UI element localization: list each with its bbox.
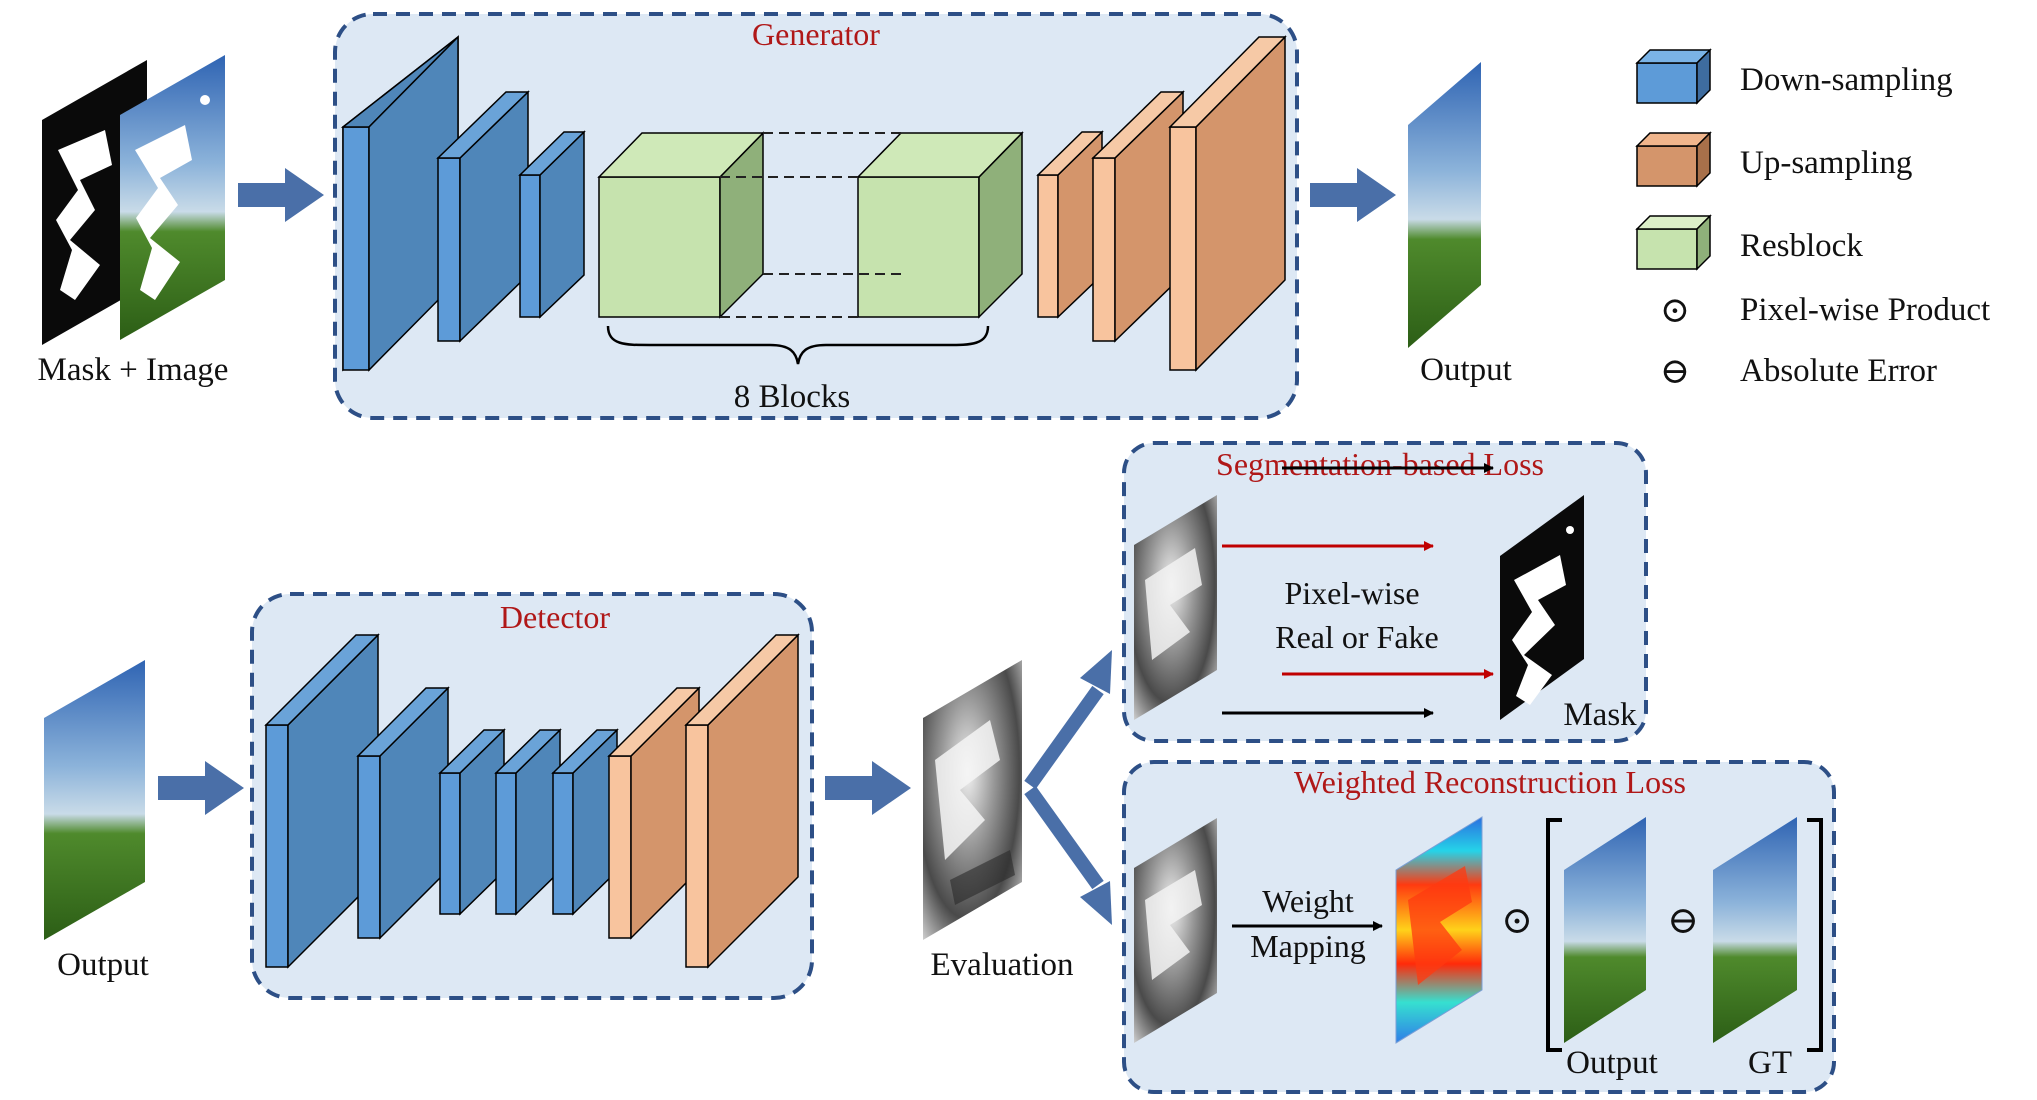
right-bracket (1807, 818, 1823, 1052)
seg-loss-evaluation-map (1134, 495, 1217, 720)
detector-upsample-block-1 (607, 686, 701, 940)
rec-loss-weight-line1: Weight (1262, 883, 1354, 919)
product-operator: ⊙ (1501, 900, 1533, 942)
generator-downsample-block-3 (518, 130, 586, 319)
seg-loss-mask-label: Mask (1563, 697, 1637, 733)
arrow-generator-to-output (1310, 168, 1396, 222)
detector-downsample-block-4 (494, 728, 562, 916)
detector-downsample-block-3 (438, 728, 506, 916)
weight-heatmap (1395, 816, 1483, 1044)
generator-upsample-block-2 (1091, 90, 1185, 343)
generator-downsample-block-2 (436, 90, 530, 343)
evaluation-map (923, 660, 1022, 940)
arrow-input-to-generator (238, 168, 324, 222)
legend-cube-downsampling (1635, 48, 1712, 105)
resblock-first (597, 131, 765, 319)
evaluation-label: Evaluation (931, 947, 1074, 983)
error-operator: ⊖ (1667, 900, 1699, 942)
seg-loss-text-line1: Pixel-wise (1284, 575, 1419, 611)
detector-upsample-block-2 (684, 633, 800, 969)
legend-product-symbol: ⊙ (1660, 290, 1690, 330)
generator-output-label: Output (1420, 352, 1512, 388)
legend-error-label: Absolute Error (1740, 353, 1937, 389)
arrow-evaluation-to-seg-loss (1024, 685, 1104, 790)
seg-loss-title: Segmentation-based Loss (1216, 446, 1544, 482)
rec-loss-weight-line2: Mapping (1250, 928, 1366, 964)
blocks-caption: 8 Blocks (734, 379, 850, 415)
resblock-connectors (720, 132, 901, 318)
rec-loss-output-image (1564, 817, 1646, 1043)
rec-loss-gt-label: GT (1748, 1045, 1792, 1081)
legend-product-label: Pixel-wise Product (1740, 292, 1990, 328)
rec-loss-title: Weighted Reconstruction Loss (1294, 764, 1686, 800)
input-mask-image-label: Mask + Image (38, 352, 229, 388)
rec-loss-evaluation-map (1134, 818, 1217, 1043)
generator-upsample-block-3 (1168, 35, 1287, 372)
detector-title: Detector (500, 599, 611, 635)
detector-downsample-block-5 (551, 728, 619, 916)
detector-input-label: Output (57, 947, 149, 983)
seg-loss-text-line2: Real or Fake (1275, 619, 1439, 655)
legend-cube-resblock (1635, 214, 1712, 271)
legend-cube-upsampling (1635, 131, 1712, 188)
arrow-evaluation-to-seg-loss-head (1080, 650, 1112, 694)
arrow-output-to-detector (158, 761, 244, 815)
rec-loss-output-label: Output (1566, 1045, 1658, 1081)
generator-output-image (1408, 62, 1481, 348)
arrow-detector-to-evaluation (825, 761, 911, 815)
detector-input-image (44, 660, 145, 940)
blocks-brace (606, 325, 990, 365)
detector-downsample-block-1 (264, 633, 380, 969)
resblock-last (856, 131, 1024, 319)
generator-title: Generator (752, 16, 880, 52)
rec-loss-gt-image (1713, 817, 1797, 1043)
input-mask-image (42, 55, 225, 345)
left-bracket (1546, 818, 1562, 1052)
arrow-evaluation-to-rec-loss (1024, 785, 1104, 890)
legend-resblock-label: Resblock (1740, 228, 1863, 264)
arrow-evaluation-to-rec-loss-head (1080, 881, 1112, 925)
legend-error-symbol: ⊖ (1660, 351, 1690, 391)
legend-downsampling-label: Down-sampling (1740, 62, 1953, 98)
seg-loss-mask (1500, 495, 1584, 720)
legend-upsampling-label: Up-sampling (1740, 145, 1912, 181)
generator-upsample-block-1 (1036, 130, 1104, 319)
detector-downsample-block-2 (356, 686, 450, 940)
